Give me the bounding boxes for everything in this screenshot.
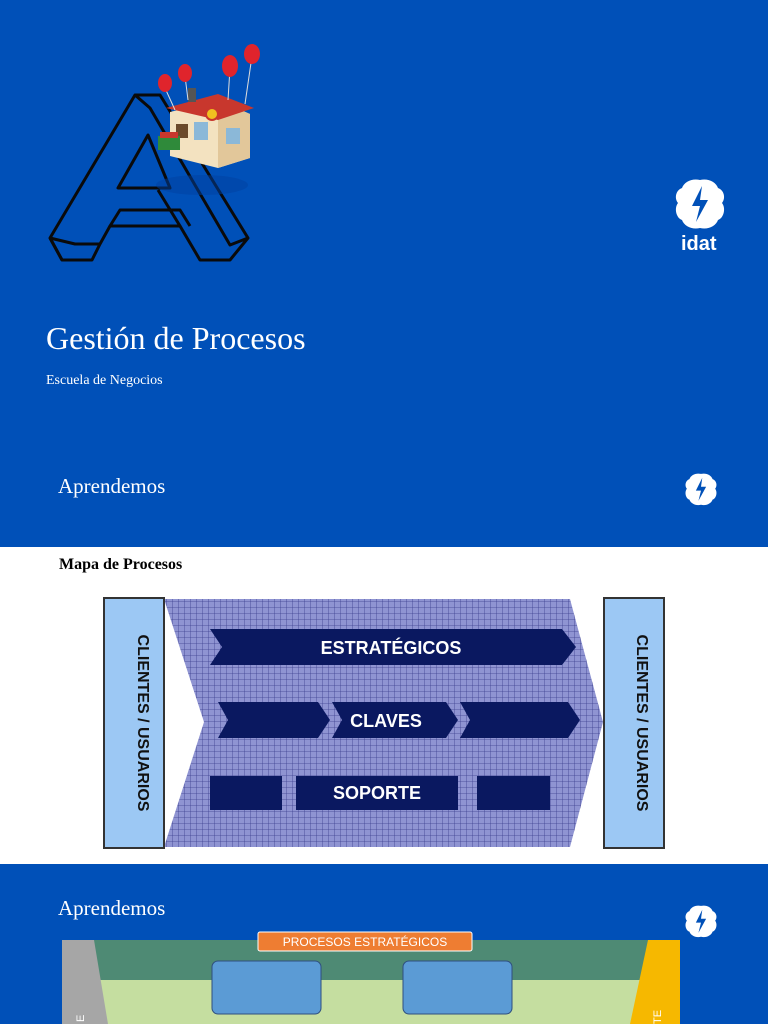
strategic-process-tag [257, 931, 473, 952]
process-map-diagram: CLIENTES / USUARIOS CLIENTES / USUARIOS … [103, 597, 665, 849]
process-slide-partial: Aprendemos E TE PROCESOS ESTRATÉGICOS [0, 866, 768, 1024]
key-label: CLAVES [350, 711, 422, 731]
page-title: Gestión de Procesos [46, 320, 306, 356]
left-pillar-label: E [75, 1015, 87, 1022]
brain-logo-icon [685, 905, 717, 938]
support-label: SOPORTE [333, 783, 421, 803]
key-band [94, 980, 650, 1024]
page-subtitle: Escuela de Negocios [46, 373, 163, 388]
support-box-1 [210, 776, 282, 810]
key-arrow-1 [218, 702, 330, 738]
cover-slide: idat Gestión de Procesos Escuela de Nego… [0, 0, 768, 432]
strategic-process-box-2 [402, 960, 513, 1015]
strategic-label: ESTRATÉGICOS [321, 637, 462, 658]
slide-header-band [0, 432, 768, 547]
strategic-arrow [210, 629, 576, 665]
strategic-process-box-1 [211, 960, 322, 1015]
process-map-slide: Aprendemos Mapa de Procesos CLIENTES / U… [0, 432, 768, 864]
right-clients-box [603, 597, 665, 849]
left-clients-box [103, 597, 165, 849]
brain-logo-icon [675, 179, 725, 229]
support-box-3 [477, 776, 550, 810]
key-arrow-3 [460, 702, 580, 738]
key-arrow-2 [332, 702, 458, 738]
left-clients-label: CLIENTES / USUARIOS [134, 635, 151, 812]
right-pillar [630, 940, 680, 1024]
business-logo-icon [48, 44, 260, 262]
left-pillar [62, 940, 108, 1024]
process-layers-diagram: E TE PROCESOS ESTRATÉGICOS [62, 931, 680, 1024]
section-subheading: Mapa de Procesos [59, 556, 183, 573]
slide-heading: Aprendemos [58, 474, 166, 498]
right-pillar-label: TE [652, 1010, 664, 1024]
support-box-2 [296, 776, 458, 810]
strategic-process-label: PROCESOS ESTRATÉGICOS [283, 934, 447, 949]
brain-logo-icon [685, 473, 717, 506]
slide-heading: Aprendemos [58, 896, 166, 920]
right-clients-label: CLIENTES / USUARIOS [633, 635, 650, 812]
brand-name: idat [681, 233, 717, 255]
